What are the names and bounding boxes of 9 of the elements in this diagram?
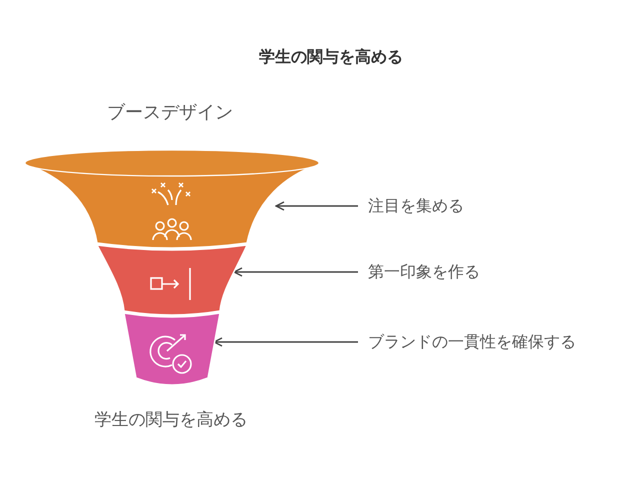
- arrow: [275, 201, 358, 211]
- funnel-label: 学生の関与を高める: [94, 410, 248, 431]
- arrow: [233, 267, 358, 277]
- funnel-label: ブースデザイン: [107, 102, 233, 124]
- step-label: 注目を集める: [368, 196, 464, 216]
- title: 学生の関与を高める: [259, 47, 403, 67]
- step-label: 第一印象を作る: [368, 262, 480, 282]
- step-label: ブランドの一貫性を確保する: [368, 332, 576, 352]
- arrow: [213, 337, 358, 347]
